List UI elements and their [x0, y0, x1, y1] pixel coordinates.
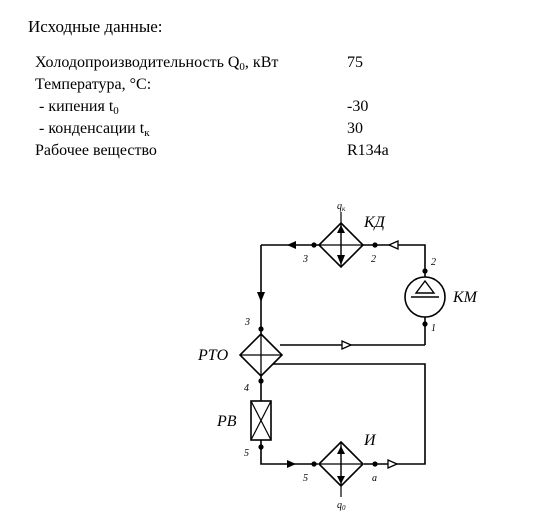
flow-arrows — [257, 239, 399, 470]
param-label: Холодопроизводительность Q0, кВт — [35, 54, 279, 73]
label-heat-evaporator: q0 — [337, 500, 346, 512]
param-value: 30 — [347, 120, 363, 137]
evaporator — [317, 440, 365, 497]
section-heading: Исходные данные: — [28, 17, 163, 36]
node-a — [372, 461, 378, 467]
flow-arrow-open — [341, 339, 353, 351]
param-label: - конденсации tк — [35, 120, 150, 139]
condenser — [317, 212, 365, 269]
condenser-heat-arrow-top — [337, 225, 345, 233]
label-throttle: РВ — [216, 413, 237, 430]
point-label: 3 — [244, 317, 250, 328]
param-label: Рабочее вещество — [35, 142, 157, 159]
point-label: 1 — [431, 323, 436, 334]
node-3-left — [258, 326, 264, 332]
node-5-bottom — [311, 461, 317, 467]
node-1-comp — [422, 321, 428, 327]
point-label: 3 — [302, 254, 308, 265]
flow-arrow-filled — [257, 292, 265, 302]
flow-arrow-filled — [287, 460, 296, 468]
param-value: 75 — [347, 54, 363, 71]
label-regen-exchanger: РТО — [197, 347, 229, 364]
pipe-throttle-to-evaporator — [260, 440, 318, 465]
point-label: 5 — [244, 448, 249, 459]
point-label: 2 — [431, 257, 436, 268]
compressor-symbol — [414, 279, 436, 294]
label-heat-condenser: qк — [337, 201, 346, 213]
node-2-comp — [422, 268, 428, 274]
point-label: 2 — [371, 254, 376, 265]
param-value: R134a — [347, 142, 389, 159]
node-3-top — [311, 242, 317, 248]
throttle-cross-b — [250, 400, 272, 441]
node-2-top — [372, 242, 378, 248]
param-value: -30 — [347, 98, 369, 115]
label-compressor: КМ — [452, 289, 479, 306]
point-label: 5 — [303, 473, 308, 484]
evaporator-heat-arrow-bottom — [337, 476, 345, 484]
label-condenser: КД — [363, 214, 386, 231]
param-label: - кипения t0 — [35, 98, 119, 117]
label-evaporator: И — [363, 432, 377, 449]
node-5-left — [258, 444, 264, 450]
pipelines — [260, 244, 426, 465]
point-label: a — [372, 473, 377, 484]
flow-arrow-open — [387, 458, 399, 470]
evaporator-heat-arrow-head — [337, 446, 345, 454]
compressor — [404, 276, 446, 318]
regen-heat-exchanger — [238, 332, 284, 378]
node-4 — [258, 378, 264, 384]
flow-arrow-open — [387, 239, 399, 251]
param-label: Температура, °С: — [35, 76, 152, 93]
state-points — [258, 242, 428, 467]
condenser-heat-arrow-head — [337, 255, 345, 265]
pipe-compressor-to-condenser — [363, 244, 426, 278]
flow-arrow-filled — [287, 241, 296, 249]
point-label: 4 — [244, 383, 249, 394]
throttle-valve — [250, 400, 272, 441]
